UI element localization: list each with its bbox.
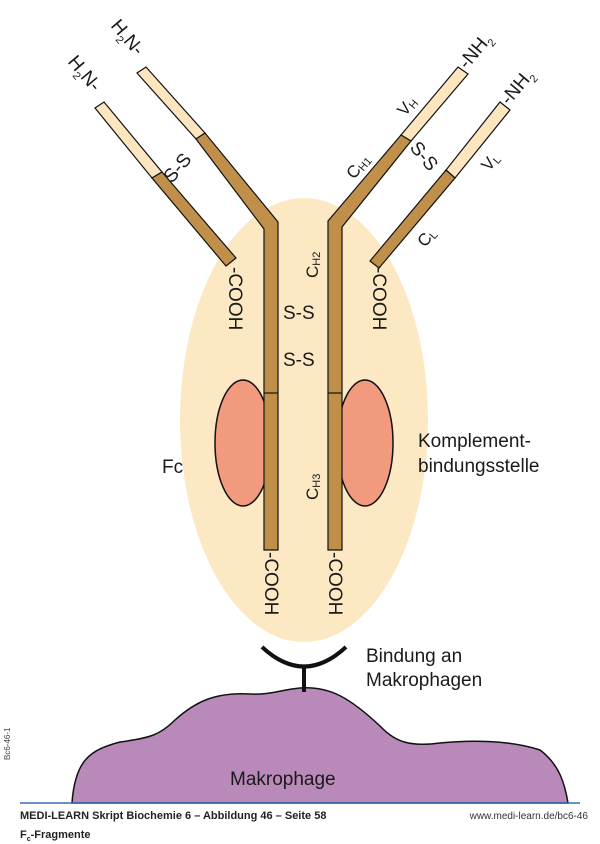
footer-url[interactable]: www.medi-learn.de/bc6-46 — [469, 811, 588, 822]
caption-sub: c — [26, 836, 31, 844]
fc-receptor — [260, 645, 348, 669]
label-h2n-light-left: H2N- — [61, 52, 105, 98]
label-cooh-heavy-right: -COOH — [324, 552, 345, 615]
complement-site-right — [336, 379, 394, 507]
label-complement-line1: Komplement- — [418, 431, 531, 452]
side-code: Bc6-46-1 — [3, 727, 12, 760]
label-h2n-heavy-left: H2N- — [104, 16, 148, 62]
label-ch3: CH3 — [303, 474, 323, 500]
footer-title: MEDI-LEARN Skript Biochemie 6 – Abbildun… — [20, 810, 327, 822]
light-chain-left-constant — [151, 171, 237, 267]
label-vl: VL — [478, 149, 505, 175]
label-cooh-heavy-left: -COOH — [260, 552, 281, 615]
label-complement-line2: bindungsstelle — [418, 456, 539, 477]
caption-rest: -Fragmente — [30, 829, 91, 841]
light-chain-right-constant — [369, 169, 456, 269]
label-fc: Fc — [162, 457, 183, 478]
label-disulfide-right-arm: S-S — [405, 138, 441, 176]
heavy-chain-left-variable — [136, 66, 206, 140]
heavy-chain-right-constant — [327, 134, 412, 551]
label-cooh-light-right: -COOH — [368, 267, 389, 330]
label-binding-line2: Makrophagen — [366, 670, 482, 691]
label-nh2-heavy-right: -NH2 — [455, 29, 499, 75]
footer-caption: Fc-Fragmente — [20, 829, 91, 843]
heavy-chain-left-constant — [195, 132, 279, 551]
label-hinge-disulfide-2: S-S — [283, 350, 315, 371]
light-chain-left-variable — [94, 101, 163, 179]
label-hinge-disulfide-1: S-S — [283, 303, 315, 324]
label-cooh-light-left: -COOH — [224, 267, 245, 330]
caption-main: F — [20, 829, 27, 841]
label-binding-line1: Bindung an — [366, 646, 462, 667]
label-cl: CL — [414, 224, 441, 251]
light-chain-right-variable — [445, 101, 511, 179]
label-ch2: CH2 — [303, 252, 323, 278]
complement-site-left — [214, 379, 272, 507]
antibody-region-ellipse — [180, 198, 428, 642]
label-macrophage: Makrophage — [230, 769, 336, 790]
